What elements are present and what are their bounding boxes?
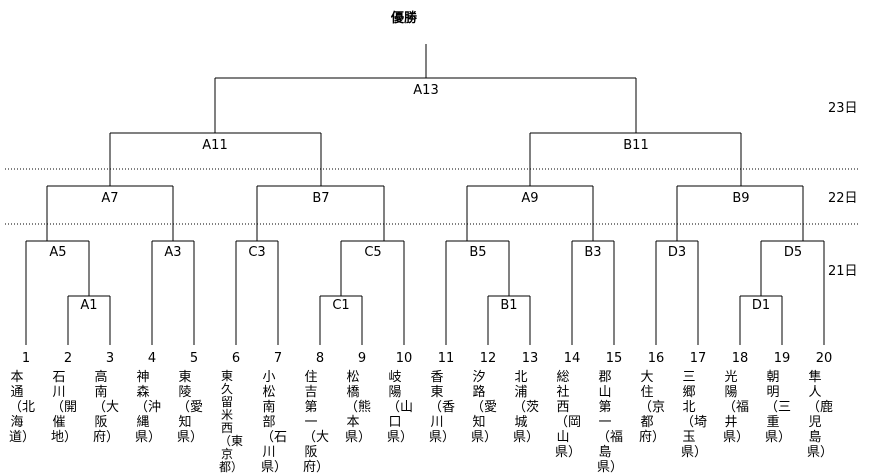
seed-number: 15 (606, 351, 623, 366)
match-label-qf: B7 (312, 191, 329, 206)
team-name: 光陽（福井県） (723, 370, 750, 445)
match-label-r1: C1 (332, 298, 349, 313)
seed-number: 4 (148, 351, 156, 366)
seed-number: 9 (358, 351, 366, 366)
team-name: 石川（開催地） (51, 370, 78, 445)
seed-number: 16 (648, 351, 665, 366)
match-label-final: A13 (413, 83, 438, 98)
team-name: 小松南部（石川県） (261, 370, 288, 475)
seed-number: 1 (22, 351, 30, 366)
match-label-r1: A1 (80, 298, 97, 313)
day-label-22: 22日 (828, 191, 858, 206)
seed-number: 13 (522, 351, 539, 366)
day-label-23: 23日 (828, 101, 858, 116)
match-label-qf: B9 (732, 191, 749, 206)
seed-number: 2 (64, 351, 72, 366)
team-name: 東久留米西（東京都） (219, 369, 244, 474)
match-label-r2: C5 (364, 245, 381, 260)
team-name: 朝明（三重県） (765, 370, 792, 445)
seed-number: 10 (396, 351, 413, 366)
team-name: 三郷北（埼玉県） (681, 370, 708, 460)
match-label-r2: A5 (49, 245, 66, 260)
match-label-semi: B11 (623, 138, 648, 153)
match-label-r2: C3 (248, 245, 265, 260)
seed-number: 14 (564, 351, 581, 366)
seed-number: 8 (316, 351, 324, 366)
team-name: 隼人（鹿児島県） (807, 370, 834, 460)
seed-number: 7 (274, 351, 282, 366)
match-label-r2: D5 (784, 245, 802, 260)
match-label-r1: D1 (752, 298, 770, 313)
team-name: 岐陽（山口県） (387, 370, 414, 445)
team-name: 大住（京都府） (639, 370, 666, 445)
team-name: 北浦（茨城県） (513, 370, 540, 445)
team-name: 本通（北海道） (9, 370, 36, 445)
seed-number: 6 (232, 351, 240, 366)
match-label-r2: D3 (668, 245, 686, 260)
seed-number: 20 (816, 351, 833, 366)
team-name: 総社西（岡山県） (555, 370, 582, 460)
match-label-qf: A9 (521, 191, 538, 206)
seed-number: 17 (690, 351, 707, 366)
match-label-r2: B3 (584, 245, 601, 260)
team-name: 香東（香川県） (429, 370, 456, 445)
team-name: 神森（沖縄県） (135, 370, 162, 445)
seed-number: 18 (732, 351, 749, 366)
day-label-21: 21日 (828, 264, 858, 279)
match-label-r1: B1 (500, 298, 517, 313)
team-name: 汐路（愛知県） (471, 370, 498, 445)
seed-number: 5 (190, 351, 198, 366)
team-name: 住吉第一（大阪府） (303, 370, 330, 475)
match-label-r2: A3 (164, 245, 181, 260)
team-name: 郡山第一（福島県） (597, 370, 624, 475)
seed-number: 3 (106, 351, 114, 366)
bracket-lines (25, 44, 825, 345)
seed-number: 11 (438, 351, 455, 366)
seed-number: 19 (774, 351, 791, 366)
match-label-qf: A7 (101, 191, 118, 206)
seed-number: 12 (480, 351, 497, 366)
team-name: 高南（大阪府） (93, 370, 120, 445)
match-label-semi: A11 (202, 138, 227, 153)
team-name: 東陵（愛知県） (177, 370, 204, 445)
match-label-r2: B5 (469, 245, 486, 260)
team-name: 松橋（熊本県） (345, 370, 372, 445)
champion-title: 優勝 (390, 10, 418, 26)
